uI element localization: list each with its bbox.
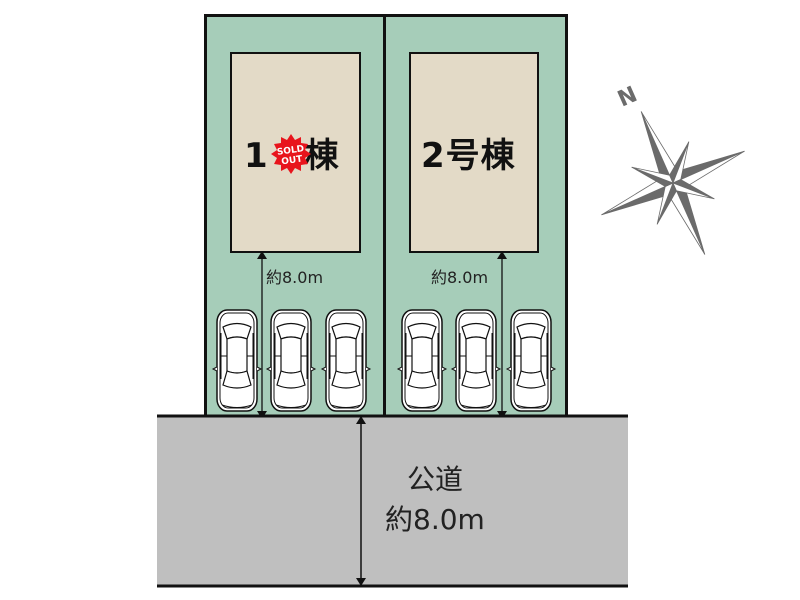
sold-out-line2: OUT bbox=[281, 154, 304, 167]
road-type-label: 公道 bbox=[407, 463, 464, 496]
public-road bbox=[157, 416, 628, 586]
building-1-label-suffix: 棟 bbox=[304, 136, 340, 176]
compass-north-label: N bbox=[614, 82, 641, 112]
building-1-label-prefix: 1 bbox=[244, 136, 269, 176]
sold-out-badge: SOLD OUT bbox=[271, 134, 311, 174]
starburst-icon bbox=[271, 134, 311, 174]
lot-1-frontage-label: 約8.0m bbox=[266, 268, 324, 287]
road-width-label: 約8.0m bbox=[385, 503, 485, 536]
sold-out-line1: SOLD bbox=[276, 144, 304, 158]
building-2-label: 2号棟 bbox=[421, 136, 516, 176]
building-2 bbox=[409, 52, 539, 253]
compass-rose-icon: N bbox=[601, 82, 745, 255]
lot-2-frontage-label: 約8.0m bbox=[431, 268, 489, 287]
